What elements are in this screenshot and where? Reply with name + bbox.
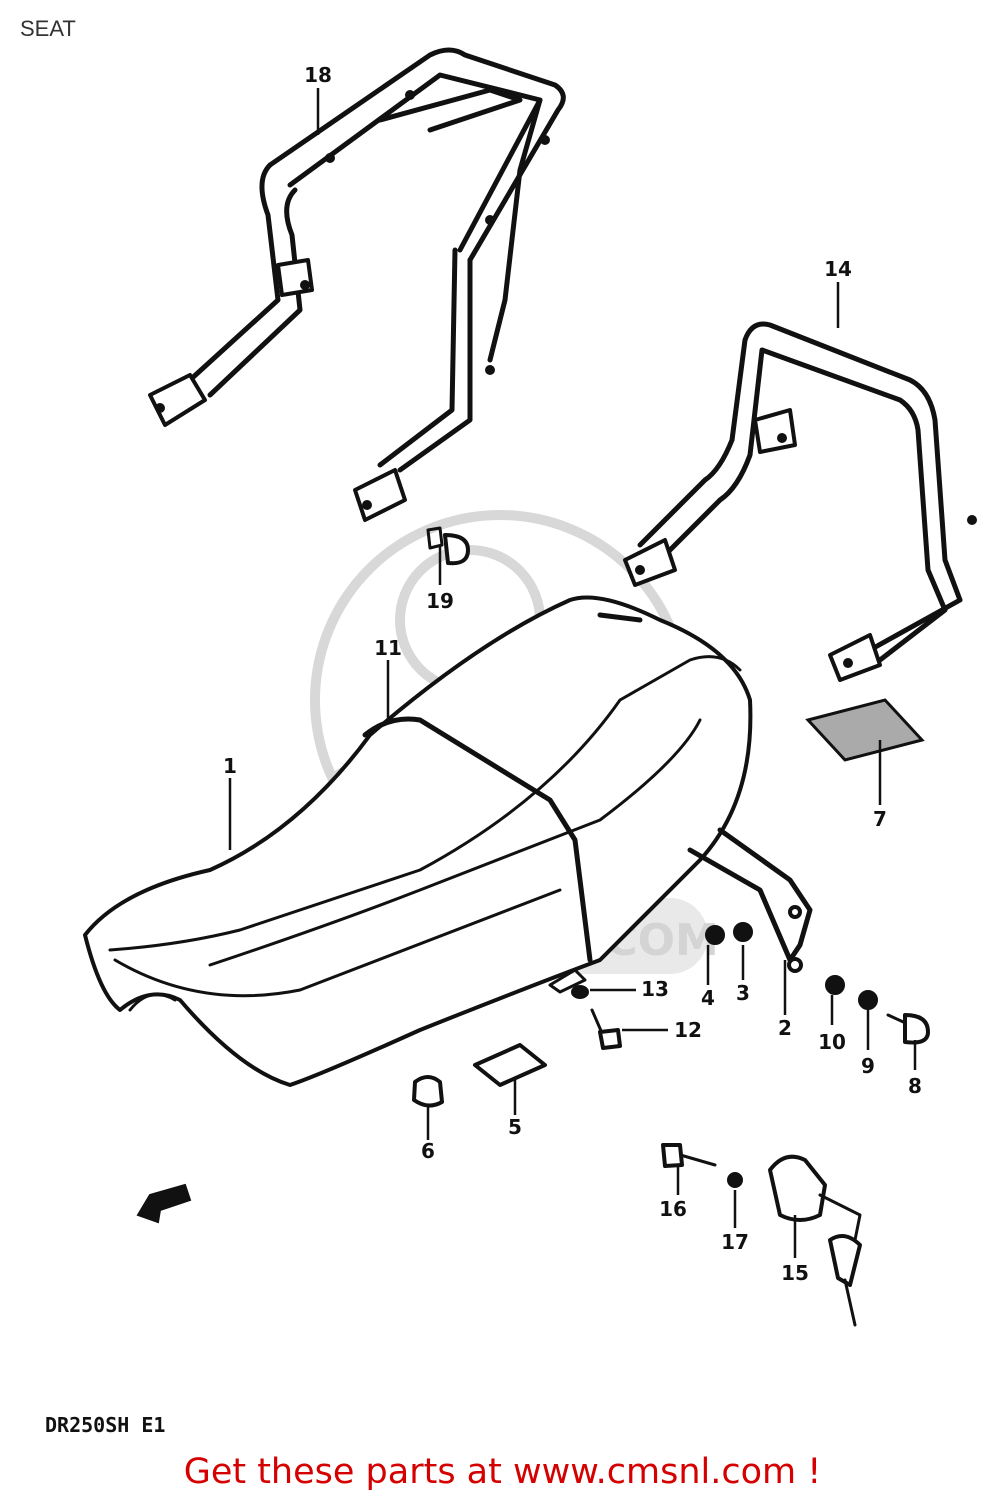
part-14-grab-rail (623, 321, 977, 682)
callout-8: 8 (908, 1074, 922, 1098)
callout-3: 3 (736, 981, 750, 1005)
hardware (412, 922, 930, 1188)
front-arrow-icon (136, 1183, 192, 1224)
callout-9: 9 (861, 1054, 875, 1078)
callout-4: 4 (701, 986, 715, 1010)
callout-13: 13 (641, 977, 669, 1001)
part-7-pad (805, 698, 925, 762)
leader-lines (228, 88, 917, 1258)
callout-11: 11 (374, 636, 402, 660)
callout-17: 17 (721, 1230, 749, 1254)
part-15-lock (768, 1154, 862, 1327)
part-1-seat (83, 595, 753, 1087)
page-title: SEAT (20, 16, 76, 41)
callout-5: 5 (508, 1115, 522, 1139)
callout-19: 19 (426, 589, 454, 613)
callouts: 18 14 19 11 1 7 4 3 2 10 9 8 13 12 5 6 1… (223, 63, 922, 1285)
callout-1: 1 (223, 754, 237, 778)
part-19-bolt (426, 526, 470, 566)
model-code: DR250SH E1 (45, 1413, 165, 1437)
callout-12: 12 (674, 1018, 702, 1042)
callout-18: 18 (304, 63, 332, 87)
callout-7: 7 (873, 807, 887, 831)
callout-15: 15 (781, 1261, 809, 1285)
callout-16: 16 (659, 1197, 687, 1221)
callout-2: 2 (778, 1016, 792, 1040)
callout-14: 14 (824, 257, 852, 281)
callout-10: 10 (818, 1030, 846, 1054)
callout-6: 6 (421, 1139, 435, 1163)
part-2-bracket (687, 827, 813, 973)
footer-link[interactable]: Get these parts at www.cmsnl.com ! (183, 1452, 822, 1492)
part-18-rear-carrier (148, 47, 566, 522)
